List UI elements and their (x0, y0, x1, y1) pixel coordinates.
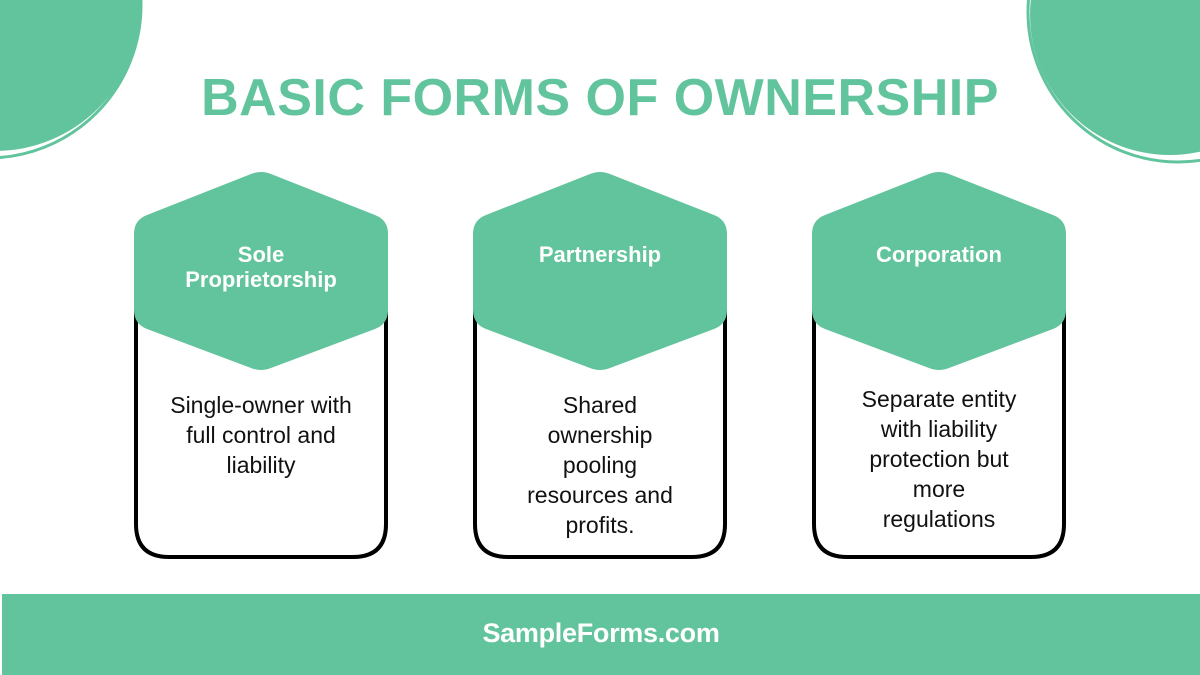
footer-bar: SampleForms.com (2, 594, 1200, 675)
hexagon-header (812, 172, 1066, 370)
card-title: Sole Proprietorship (185, 242, 337, 292)
card-partnership: Partnership Shared ownership pooling res… (472, 170, 728, 562)
top-left-circle-decoration (0, 0, 143, 160)
footer-brand: SampleForms.com (482, 618, 720, 648)
hexagon-header (134, 172, 388, 370)
card-description: Shared ownership pooling resources and p… (527, 392, 673, 538)
card-corporation: Corporation Separate entity with liabili… (811, 170, 1067, 562)
card-title: Corporation (876, 242, 1002, 267)
top-right-circle-decoration (1026, 0, 1200, 164)
page-title: BASIC FORMS OF OWNERSHIP (201, 69, 999, 127)
card-shape (134, 172, 388, 559)
card-title: Partnership (538, 242, 662, 267)
card-description: Single-owner with full control and liabi… (170, 392, 352, 478)
hexagon-header (473, 172, 727, 370)
card-shape (812, 172, 1066, 559)
card-shape (473, 172, 727, 559)
card-description: Separate entity with liability protectio… (861, 386, 1017, 532)
card-sole-proprietorship: Sole Proprietorship Single-owner with fu… (133, 170, 389, 562)
